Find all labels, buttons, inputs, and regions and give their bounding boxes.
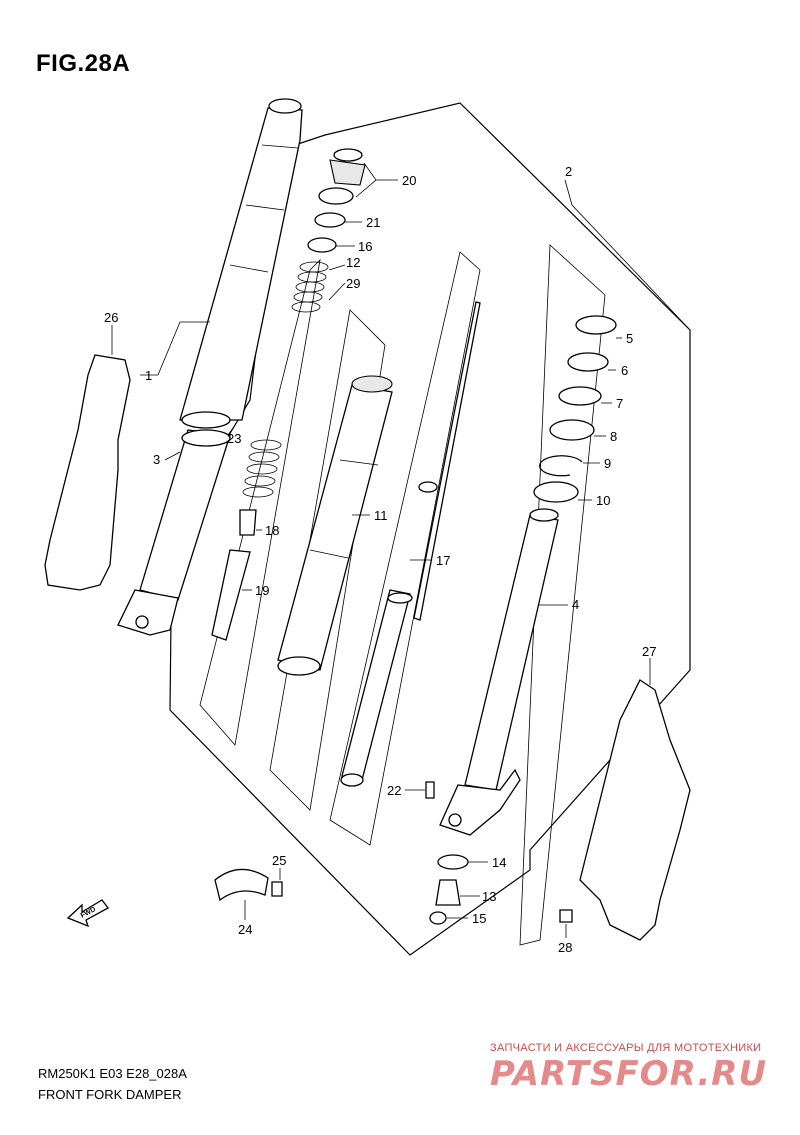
figure-title: FIG.28A <box>36 50 131 77</box>
callout-3: 3 <box>153 452 160 467</box>
callout-7: 7 <box>616 396 623 411</box>
fork-cap <box>318 148 366 205</box>
callout-14: 14 <box>492 855 506 870</box>
callout-6: 6 <box>621 363 628 378</box>
inner-tube <box>439 508 559 836</box>
clamp-24 <box>214 868 283 902</box>
spacer-19 <box>211 549 251 641</box>
callout-10: 10 <box>596 493 610 508</box>
callout-18: 18 <box>265 523 279 538</box>
callout-19: 19 <box>255 583 269 598</box>
model-code: RM250K1 E03 E28_028A <box>38 1066 187 1081</box>
inner-tube-box <box>519 244 606 946</box>
callout-8: 8 <box>610 429 617 444</box>
callout-13: 13 <box>482 889 496 904</box>
compression-spring <box>242 439 282 498</box>
callout-17: 17 <box>436 553 450 568</box>
callout-28: 28 <box>558 940 572 955</box>
callout-5: 5 <box>626 331 633 346</box>
collar-18 <box>239 509 257 536</box>
outer-tube <box>179 98 303 421</box>
fwd-direction-arrow: FWD <box>66 899 109 928</box>
washer-7 <box>558 386 602 406</box>
callout-2: 2 <box>565 164 572 179</box>
washer-21 <box>314 212 346 228</box>
watermark-tagline: ЗАПЧАСТИ И АКСЕССУАРЫ ДЛЯ МОТОТЕХНИКИ <box>490 1042 762 1054</box>
damper-cartridge <box>277 375 393 676</box>
callout-22: 22 <box>387 783 401 798</box>
nut-15 <box>429 911 447 925</box>
bushing-6 <box>567 352 609 372</box>
dust-seal-10 <box>533 481 579 503</box>
lower-tube <box>117 429 231 636</box>
rebound-spring <box>291 261 329 313</box>
fork-guard-left <box>44 354 131 591</box>
damper-rod-box <box>329 251 481 846</box>
bolt-22 <box>425 781 435 799</box>
callout-21: 21 <box>366 215 380 230</box>
seal-8 <box>549 419 595 441</box>
leader-lines <box>111 162 691 938</box>
o-ring-14 <box>437 854 469 870</box>
callout-12: 12 <box>346 255 360 270</box>
callout-26: 26 <box>104 310 118 325</box>
callout-9: 9 <box>604 456 611 471</box>
callout-11: 11 <box>374 508 388 523</box>
callout-1: 1 <box>145 368 152 383</box>
callout-23: 23 <box>227 431 241 446</box>
callout-4: 4 <box>572 597 579 612</box>
stopper-ring-9 <box>539 455 583 477</box>
bolt-28 <box>559 909 573 923</box>
callout-24: 24 <box>238 922 252 937</box>
washer-16 <box>307 237 337 253</box>
callout-15: 15 <box>472 911 486 926</box>
valve-13 <box>435 879 461 906</box>
bushing-5 <box>575 315 617 335</box>
clamp-ring <box>181 411 231 447</box>
fork-guard-right <box>579 679 691 941</box>
callout-16: 16 <box>358 239 372 254</box>
callout-27: 27 <box>642 644 656 659</box>
callout-25: 25 <box>272 853 286 868</box>
damper-rod <box>340 301 481 787</box>
callout-20: 20 <box>402 173 416 188</box>
watermark-logo: PARTSFOR.RU <box>490 1054 768 1094</box>
section-name: FRONT FORK DAMPER <box>38 1087 182 1102</box>
callout-29: 29 <box>346 276 360 291</box>
